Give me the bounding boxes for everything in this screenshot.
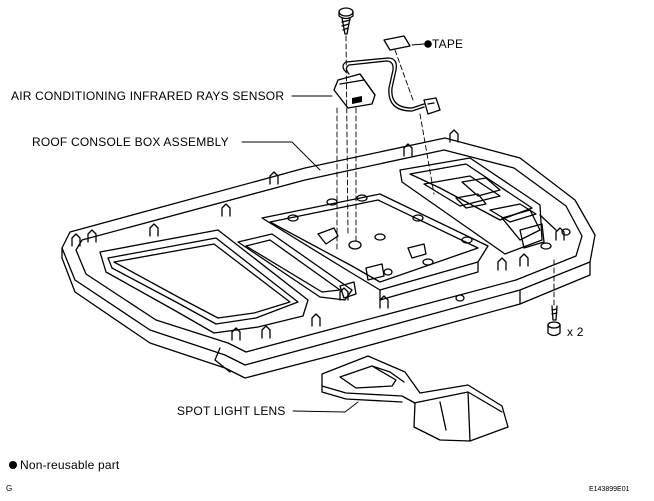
sensor-tab bbox=[352, 96, 362, 104]
ir-sensor bbox=[334, 58, 440, 114]
left-lamp-opening bbox=[100, 230, 308, 333]
screw-right bbox=[548, 306, 560, 336]
console-box-label: ROOF CONSOLE BOX ASSEMBLY bbox=[32, 135, 229, 149]
mounting-bosses bbox=[288, 195, 570, 301]
figure-code: E143899E01 bbox=[589, 486, 630, 493]
screw-top bbox=[339, 8, 353, 34]
sensor-connector bbox=[424, 98, 440, 114]
tape-label: TAPE bbox=[432, 37, 464, 51]
center-plate bbox=[262, 194, 488, 300]
alignment-lines bbox=[337, 36, 554, 306]
spot-lens-label: SPOT LIGHT LENS bbox=[177, 404, 286, 418]
tape-bullet bbox=[424, 40, 432, 48]
leader-lines bbox=[242, 44, 424, 412]
retaining-clips bbox=[72, 130, 564, 340]
section-letter: G bbox=[6, 484, 13, 493]
non-reusable-legend: Non-reusable part bbox=[20, 458, 120, 472]
spot-light-lens bbox=[322, 356, 508, 441]
screw-quantity-label: x 2 bbox=[567, 325, 584, 339]
roof-console-box bbox=[62, 130, 595, 378]
legend-bullet-icon bbox=[9, 461, 17, 469]
tape-piece bbox=[384, 36, 410, 50]
electrical-module bbox=[400, 158, 556, 254]
ir-sensor-label: AIR CONDITIONING INFRARED RAYS SENSOR bbox=[11, 89, 285, 103]
